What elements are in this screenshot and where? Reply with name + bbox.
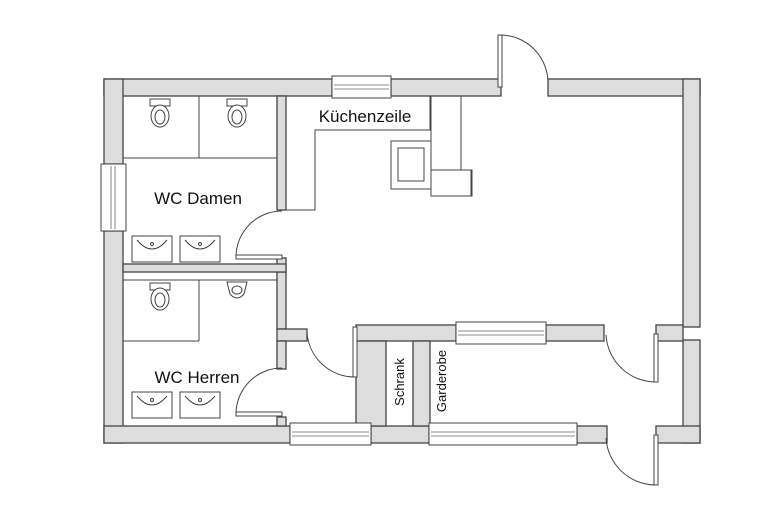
schrank-right-wall xyxy=(412,340,431,427)
window-middle xyxy=(455,321,547,345)
interior-walls xyxy=(122,95,684,427)
windows xyxy=(100,75,578,446)
toilet-damen-2 xyxy=(226,98,248,128)
main-lower-wall-east xyxy=(655,324,684,342)
urinal xyxy=(226,281,248,299)
wc-divider-wall xyxy=(122,263,287,273)
room-label-schrank: Schrank xyxy=(392,358,407,406)
door-side-room xyxy=(605,333,659,383)
door-top-entrance xyxy=(497,34,549,88)
sink-counter-damen xyxy=(131,235,221,263)
door-hall xyxy=(306,326,358,378)
left-wall-upper xyxy=(103,78,124,165)
bottom-wall-west xyxy=(103,425,291,444)
bottom-wall-east-a xyxy=(576,425,608,444)
right-wall-upper xyxy=(682,78,701,328)
room-label-wc-damen: WC Damen xyxy=(154,189,242,208)
cubicles xyxy=(123,96,277,342)
exterior-walls xyxy=(103,78,701,444)
wc-corner-stub xyxy=(276,328,308,342)
top-wall-west xyxy=(103,78,333,97)
door-wc-herren xyxy=(235,367,283,417)
main-lower-wall-middle xyxy=(545,324,605,342)
wc-main-wall-upper xyxy=(276,95,287,211)
wc-herren-wall-upper xyxy=(276,340,287,370)
window-top xyxy=(331,75,392,99)
left-wall-lower xyxy=(103,230,124,444)
top-wall-east xyxy=(547,78,701,97)
toilet-damen-1 xyxy=(149,98,171,128)
schrank-left-wall xyxy=(355,340,387,427)
doors xyxy=(235,34,659,486)
room-label-kuechenzeile: Küchenzeile xyxy=(319,107,412,126)
window-left xyxy=(100,163,127,232)
top-wall-middle xyxy=(390,78,502,97)
wc-main-wall-lower-a xyxy=(276,271,287,330)
sink-counter-herren xyxy=(131,391,221,419)
main-lower-wall-west xyxy=(355,324,457,342)
door-wc-damen xyxy=(235,210,283,260)
room-label-garderobe: Garderobe xyxy=(434,350,449,412)
window-bottom-left xyxy=(289,422,372,446)
toilet-herren xyxy=(149,282,171,311)
bottom-wall-middle xyxy=(370,425,430,444)
bottom-wall-east-b xyxy=(655,425,701,444)
window-bottom-right xyxy=(428,422,578,446)
door-bottom-exit xyxy=(605,434,659,486)
wc-herren-wall-lower xyxy=(276,416,287,427)
kitchen-counter xyxy=(286,95,473,211)
room-label-wc-herren: WC Herren xyxy=(154,368,239,387)
